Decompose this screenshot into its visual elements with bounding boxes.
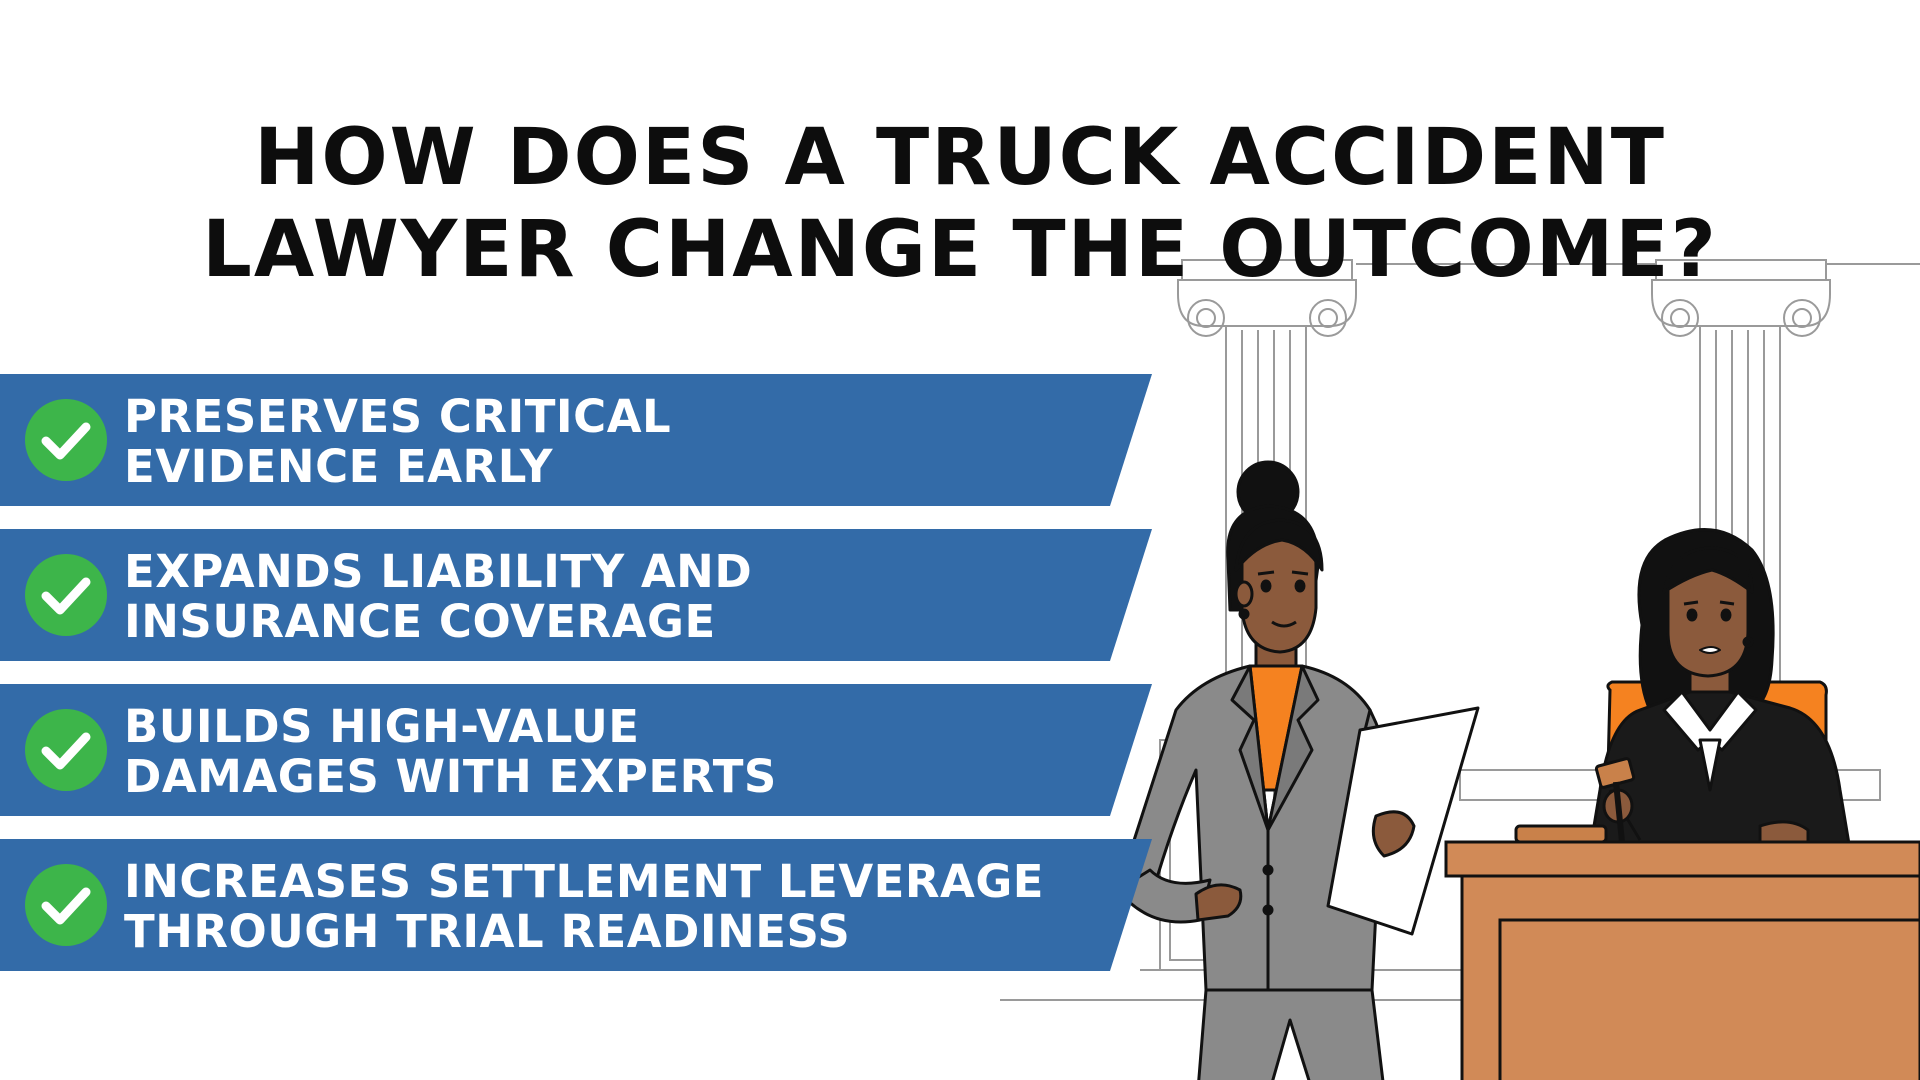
benefits-list: PRESERVES CRITICAL EVIDENCE EARLY EXPAND…: [0, 374, 1160, 994]
benefit-text: BUILDS HIGH-VALUE DAMAGES WITH EXPERTS: [124, 700, 777, 803]
check-circle-icon: [25, 554, 107, 636]
banner-shape: [0, 684, 1152, 816]
banner-shape: [0, 839, 1152, 971]
title-line-2: LAWYER CHANGE THE OUTCOME?: [202, 205, 1718, 295]
benefit-text: INCREASES SETTLEMENT LEVERAGE THROUGH TR…: [124, 855, 1045, 958]
check-circle-icon: [25, 864, 107, 946]
page-title: HOW DOES A TRUCK ACCIDENT LAWYER CHANGE …: [0, 112, 1920, 296]
benefit-item-2: EXPANDS LIABILITY AND INSURANCE COVERAGE: [0, 529, 1160, 661]
benefit-item-1: PRESERVES CRITICAL EVIDENCE EARLY: [0, 374, 1160, 506]
judge-desk: [1444, 840, 1920, 1080]
check-circle-icon: [25, 709, 107, 791]
benefit-text: EXPANDS LIABILITY AND INSURANCE COVERAGE: [124, 545, 753, 648]
lawyer-figure: [1116, 460, 1480, 1080]
benefit-text: PRESERVES CRITICAL EVIDENCE EARLY: [124, 390, 672, 493]
check-circle-icon: [25, 399, 107, 481]
title-line-1: HOW DOES A TRUCK ACCIDENT: [254, 113, 1666, 203]
courtroom-illustration: [1000, 259, 1920, 1080]
judge-figure: [1514, 528, 1852, 852]
banner-shape: [0, 374, 1152, 506]
benefit-item-4: INCREASES SETTLEMENT LEVERAGE THROUGH TR…: [0, 839, 1160, 971]
benefit-item-3: BUILDS HIGH-VALUE DAMAGES WITH EXPERTS: [0, 684, 1160, 816]
banner-shape: [0, 529, 1152, 661]
